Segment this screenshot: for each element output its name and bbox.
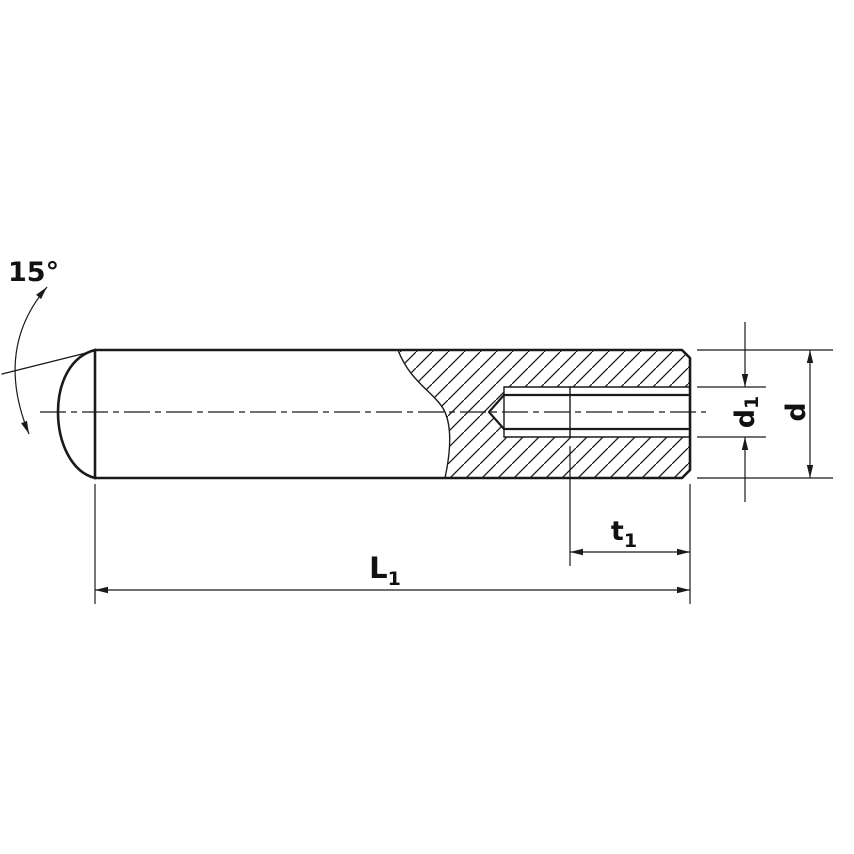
t1-label: t1: [611, 516, 637, 552]
section-hatch-area: [398, 350, 690, 478]
d-label: d: [781, 402, 812, 421]
dimension-overall-length: L1: [94, 484, 691, 604]
d1-label: d1: [730, 396, 764, 429]
pin-outline: [93, 348, 692, 480]
chamfer-tangent-line: [1, 350, 95, 375]
dimension-chamfer-angle: 15°: [1, 257, 95, 435]
dimension-outer-diameter: d: [697, 349, 833, 479]
dimension-thread-diameter: d1: [697, 322, 766, 502]
chamfer-angle-arc: [14, 286, 48, 435]
thread-hole: [487, 386, 691, 438]
section-break-line: [397, 349, 451, 479]
dimension-thread-depth: t1: [569, 446, 690, 566]
chamfer-angle-label: 15°: [8, 257, 59, 288]
l1-label: L1: [369, 551, 401, 590]
drill-point-cone: [487, 393, 506, 431]
pin-dome-end: [56, 348, 97, 480]
